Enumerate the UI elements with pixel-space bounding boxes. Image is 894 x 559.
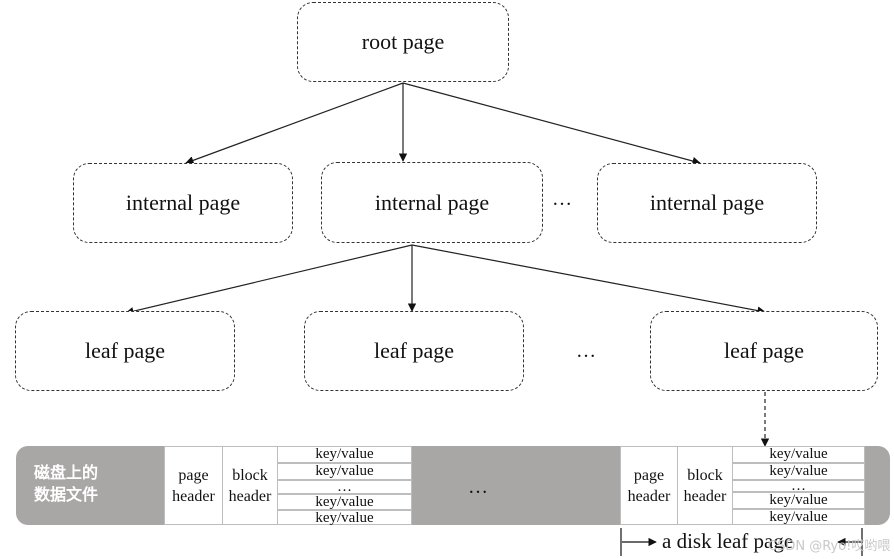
internal-page-label-2: internal page <box>374 189 490 215</box>
root-page-node: root page <box>297 2 509 82</box>
disk-middle-ellipsis: … <box>468 476 488 498</box>
kv-right-3: key/value <box>732 492 865 509</box>
arrow-internal-to-leaf-1 <box>125 244 413 316</box>
block-header-cell-left: block header <box>222 446 278 525</box>
arrow-root-to-internal-3 <box>402 82 701 166</box>
internal-page-label-1: internal page <box>125 190 241 215</box>
leaf-page-node-2: leaf page <box>304 311 524 391</box>
internal-page-node-1: internal page <box>73 163 293 243</box>
kv-left-ellipsis: … <box>277 480 412 495</box>
arrow-root-to-internal-1 <box>185 82 404 165</box>
disk-label-line-1: 磁盘上的 <box>34 463 99 482</box>
kv-right-1: key/value <box>732 446 865 463</box>
internal-page-label-3: internal page <box>649 190 765 215</box>
page-header-cell-right: page header <box>620 446 678 525</box>
arrow-internal-to-leaf-3 <box>411 244 766 315</box>
internal-page-node-2: internal page <box>321 162 543 243</box>
root-page-label: root page <box>361 29 445 54</box>
internal-page-node-3: internal page <box>597 163 817 243</box>
kv-right-2: key/value <box>732 463 865 480</box>
leaf-page-label-2: leaf page <box>374 338 454 363</box>
internal-ellipsis: … <box>552 188 572 210</box>
watermark-text: CSDN @Ryo!哎哟喂 <box>768 539 891 554</box>
disk-leaf-page-caption: a disk leaf page <box>662 529 794 553</box>
leaf-page-label-1: leaf page <box>85 338 165 363</box>
leaf-ellipsis: … <box>576 340 596 362</box>
kv-left-1: key/value <box>277 446 412 463</box>
page-header-cell-left: page header <box>164 446 223 525</box>
leaf-page-node-1: leaf page <box>15 311 235 391</box>
disk-data-file-label: 磁盘上的 数据文件 <box>34 462 154 506</box>
kv-right-4: key/value <box>732 509 865 525</box>
leaf-page-label-3: leaf page <box>724 338 804 363</box>
kv-left-3: key/value <box>277 494 412 510</box>
kv-left-2: key/value <box>277 463 412 480</box>
kv-right-ellipsis: … <box>732 479 865 494</box>
leaf-page-node-3: leaf page <box>650 311 878 391</box>
kv-left-4: key/value <box>277 510 412 526</box>
disk-label-line-2: 数据文件 <box>34 485 99 504</box>
